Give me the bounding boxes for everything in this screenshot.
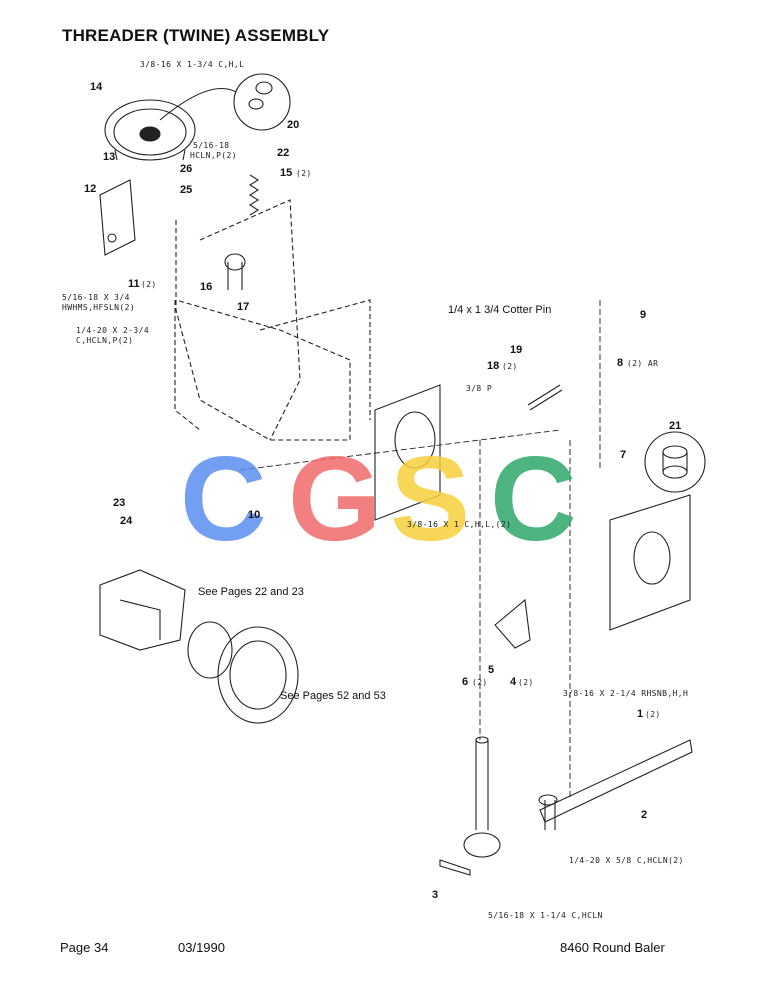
watermark: C G S C: [180, 432, 577, 566]
frame-housing: [174, 199, 371, 441]
label-cotter-pin: 1/4 x 1 3/4 Cotter Pin: [448, 304, 551, 316]
page-title: THREADER (TWINE) ASSEMBLY: [62, 26, 330, 45]
label-hcln-a: 5/16-18: [193, 141, 230, 150]
callout: 24: [120, 515, 133, 527]
bushing-detail: [644, 431, 706, 493]
gearbox: [99, 569, 186, 651]
label-see-pages-22-23: See Pages 22 and 23: [198, 586, 304, 598]
callout: 26: [180, 163, 192, 175]
label-bolt-mid: 3/8-16 X 1 C,H,L,(2): [407, 520, 511, 529]
mounting-plate: [374, 384, 441, 521]
label-3-8-p: 3/8 P: [466, 384, 492, 393]
label-hcln2-a: 1/4-20 X 2-3/4: [76, 326, 149, 335]
watermark-letter: G: [288, 432, 381, 566]
callout: 13: [103, 151, 115, 163]
callout: 11: [128, 278, 140, 290]
callout-qty: (2) AR: [627, 359, 658, 368]
callout: 16: [200, 281, 212, 293]
callout: 19: [510, 344, 522, 356]
vertical-shaft: [439, 736, 501, 876]
watermark-letter: C: [180, 432, 267, 566]
watermark-letter: S: [390, 432, 470, 566]
callout: 7: [620, 449, 626, 461]
callout: 2: [641, 809, 647, 821]
label-bolt-top: 3/8-16 X 1-3/4 C,H,L: [140, 60, 244, 69]
callout: 22: [277, 147, 289, 159]
spring: [248, 174, 260, 216]
callout: 9: [640, 309, 646, 321]
threader-arm: [538, 739, 693, 830]
watermark-letter: C: [490, 432, 577, 566]
label-see-pages-52-53: See Pages 52 and 53: [280, 690, 386, 702]
callout-qty: (2): [518, 678, 534, 687]
tension-disc: [104, 99, 196, 161]
label-rhsnb: 3/8-16 X 2-1/4 RHSNB,H,H: [563, 689, 688, 698]
callout-qty: (2): [645, 710, 661, 719]
label-hwhms-b: HWHMS,HFSLN(2): [62, 303, 135, 312]
label-hcln3: 1/4-20 X 5/8 C,HCLN(2): [569, 856, 684, 865]
callouts: 14 13 12 26 25 20 22 15 (2) 11 (2) 16 17…: [84, 81, 681, 901]
bracket: [99, 179, 136, 256]
callout-qty: (2): [502, 362, 518, 371]
callout: 15: [280, 167, 292, 179]
bearing-plate: [609, 494, 691, 631]
footer-page: Page 34: [60, 940, 109, 955]
callout: 6: [462, 676, 468, 688]
part-labels: 3/8-16 X 1-3/4 C,H,L 5/16-18 HCLN,P(2) 5…: [62, 60, 688, 920]
callout-qty: (2): [472, 678, 488, 687]
sprocket: [187, 621, 299, 724]
label-hcln-b: HCLN,P(2): [190, 151, 237, 160]
callout: 12: [84, 183, 96, 195]
label-hcln2-b: C,HCLN,P(2): [76, 336, 133, 345]
roller: [224, 253, 246, 271]
footer-model: 8460 Round Baler: [560, 940, 665, 955]
callout: 5: [488, 664, 494, 676]
callout-qty: (2): [141, 280, 157, 289]
callout: 17: [237, 301, 249, 313]
callout: 18: [487, 360, 499, 372]
callout: 14: [90, 81, 103, 93]
callout: 21: [669, 420, 681, 432]
callout: 10: [248, 509, 260, 521]
label-hcln4: 5/16-18 X 1-1/4 C,HCLN: [488, 911, 603, 920]
callout: 3: [432, 889, 438, 901]
link: [494, 598, 531, 649]
callout: 20: [287, 119, 299, 131]
callout: 8: [617, 357, 623, 369]
detail-circle-bushing: [159, 73, 291, 131]
footer-date: 03/1990: [178, 940, 225, 955]
callout: 23: [113, 497, 125, 509]
callout: 1: [637, 708, 643, 720]
callout: 25: [180, 184, 192, 196]
callout-qty: (2): [296, 169, 312, 178]
pin-shaft: [527, 384, 561, 406]
callout: 4: [510, 676, 517, 688]
label-hwhms-a: 5/16-18 X 3/4: [62, 293, 130, 302]
